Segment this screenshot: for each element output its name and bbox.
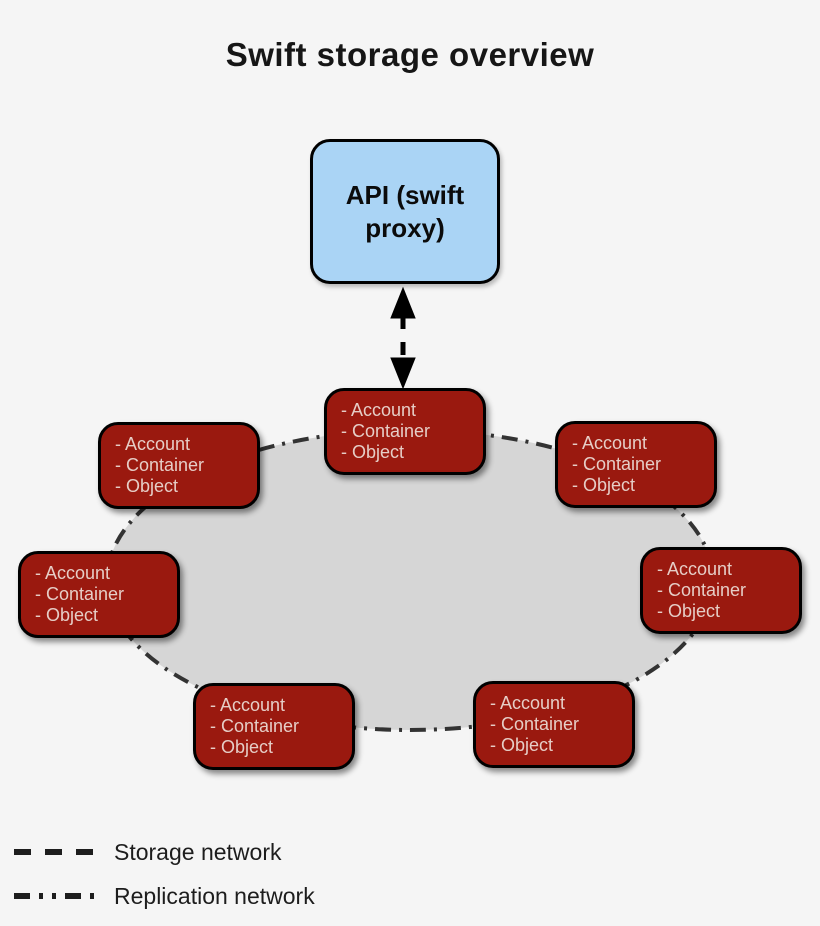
storage-node-bottom-left: - Account - Container - Object	[193, 683, 355, 770]
node-line-container: - Container	[657, 580, 747, 600]
storage-node-mid-right: - Account - Container - Object	[640, 547, 802, 634]
node-line-account: - Account	[35, 563, 111, 583]
legend-row-storage-network: Storage network	[12, 830, 315, 874]
storage-node-bottom-right: - Account - Container - Object	[473, 681, 635, 768]
node-line-object: - Object	[115, 476, 179, 496]
node-line-container: - Container	[341, 421, 431, 441]
api-ring-arrow	[390, 286, 416, 390]
legend-label-storage-network: Storage network	[114, 838, 282, 865]
node-line-account: - Account	[115, 434, 191, 454]
node-line-container: - Container	[115, 455, 205, 475]
storage-node-mid-left: - Account - Container - Object	[18, 551, 180, 638]
storage-node-top-right: - Account - Container - Object	[555, 421, 717, 508]
page-title: Swift storage overview	[225, 36, 595, 73]
node-line-account: - Account	[341, 400, 417, 420]
node-line-object: - Object	[572, 475, 636, 495]
node-line-object: - Object	[35, 605, 99, 625]
node-line-container: - Container	[572, 454, 662, 474]
node-line-object: - Object	[657, 601, 721, 621]
legend-label-replication-network: Replication network	[114, 882, 315, 909]
legend-row-replication-network: Replication network	[12, 874, 315, 918]
node-line-account: - Account	[490, 693, 566, 713]
node-line-object: - Object	[210, 737, 274, 757]
node-line-object: - Object	[341, 442, 405, 462]
node-line-container: - Container	[490, 714, 580, 734]
node-line-account: - Account	[572, 433, 648, 453]
legend: Storage network Replication network	[12, 830, 315, 918]
node-line-container: - Container	[210, 716, 300, 736]
storage-node-top-left: - Account - Container - Object	[98, 422, 260, 509]
replication-network-line-sample	[14, 893, 96, 899]
storage-network-line-sample	[14, 849, 96, 855]
node-line-object: - Object	[490, 735, 554, 755]
storage-node-top-center: - Account - Container - Object	[324, 388, 486, 475]
node-line-account: - Account	[657, 559, 733, 579]
node-line-container: - Container	[35, 584, 125, 604]
api-proxy-box: API (swift proxy)	[310, 139, 500, 284]
node-line-account: - Account	[210, 695, 286, 715]
api-proxy-label: API (swift proxy)	[345, 180, 465, 243]
